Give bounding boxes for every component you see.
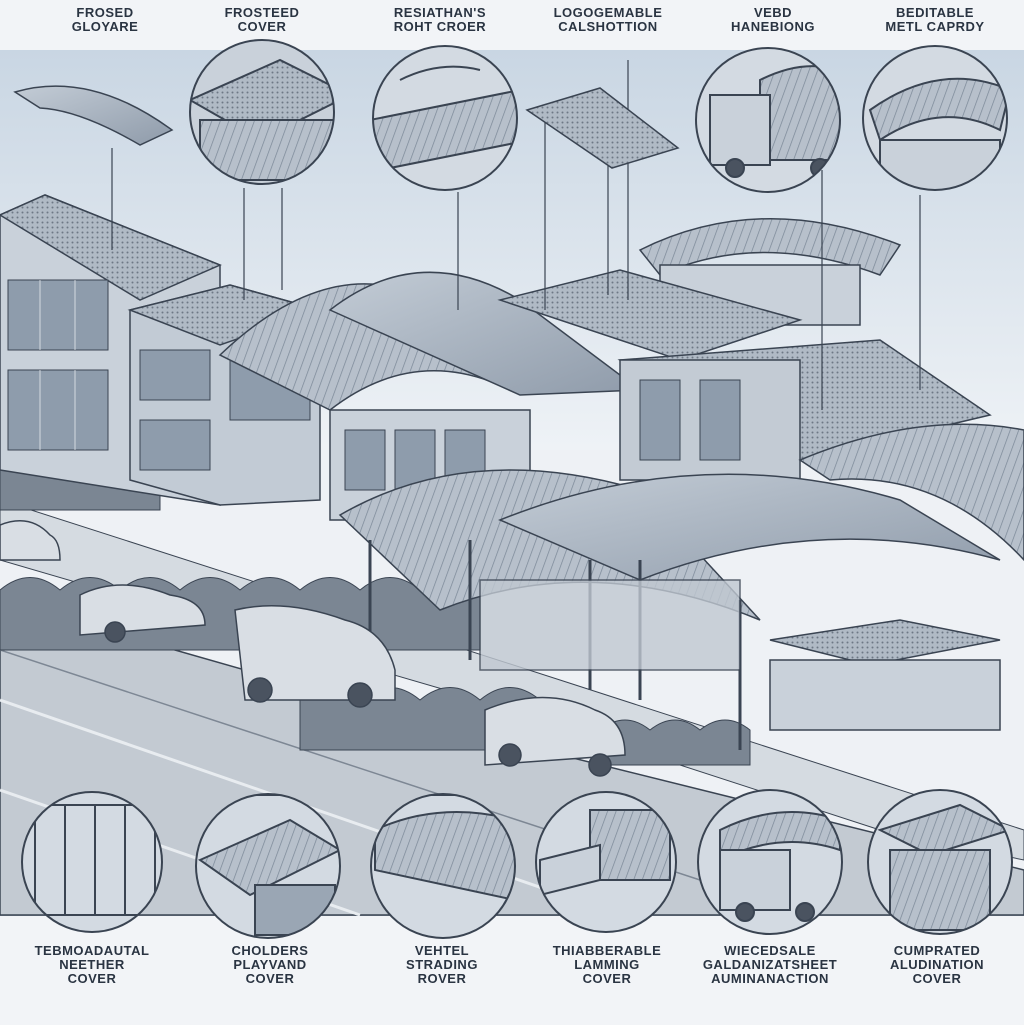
bottom-label-6: CUMPRATED ALUDINATION COVER xyxy=(857,944,1017,986)
carport-canopies xyxy=(338,423,1024,750)
label-line: CUMPRATED xyxy=(893,943,981,958)
label-line: HANEBIONG xyxy=(731,19,815,34)
top-callout-circles xyxy=(189,39,1008,193)
panel-frosted xyxy=(13,85,174,146)
label-line: GLOYARE xyxy=(71,19,139,34)
bottom-label-5: WIECEDSALE GALDANIZATSHEET AUMINANACTION xyxy=(680,944,860,986)
label-line: TEBMOADAUTAL xyxy=(34,943,150,958)
top-label-4: LOGOGEMABLE CALSHOTTION xyxy=(528,6,688,34)
top-label-6: BEDITABLE METL CAPRDY xyxy=(855,6,1015,34)
label-line: VEBD xyxy=(753,5,793,20)
bottom-label-4: THIABBERABLE LAMMING COVER xyxy=(527,944,687,986)
label-line: COVER xyxy=(237,19,287,34)
top-label-3: RESIATHAN'S ROHT CROER xyxy=(360,6,520,34)
label-line: ROHT CROER xyxy=(393,19,487,34)
label-line: LOGOGEMABLE xyxy=(553,5,663,20)
cars xyxy=(0,520,626,777)
label-line: COVER xyxy=(245,971,295,986)
label-line: ROVER xyxy=(417,971,467,986)
bottom-label-2: CHOLDERS PLAYVAND COVER xyxy=(190,944,350,986)
top-label-5: VEBD HANEBIONG xyxy=(693,6,853,34)
label-line: VEHTEL xyxy=(414,943,470,958)
label-line: RESIATHAN'S xyxy=(393,5,487,20)
bottom-label-band xyxy=(0,915,1024,1025)
upper-right-building xyxy=(497,217,992,481)
label-line: LAMMING xyxy=(574,957,640,972)
label-line: CHOLDERS xyxy=(231,943,309,958)
label-line: METL CAPRDY xyxy=(885,19,985,34)
bottom-label-1: TEBMOADAUTAL NEETHER COVER xyxy=(12,944,172,986)
label-line: AUMINANACTION xyxy=(711,971,829,986)
label-line: NEETHER xyxy=(59,957,125,972)
label-line: COVER xyxy=(67,971,117,986)
label-line: COVER xyxy=(582,971,632,986)
callout-lines xyxy=(111,60,921,410)
label-line: STRADING xyxy=(406,957,478,972)
bottom-callout-circles xyxy=(21,789,1013,939)
label-line: ALUDINATION xyxy=(889,957,985,972)
top-label-2: FROSTEED COVER xyxy=(182,6,342,34)
label-line: COVER xyxy=(912,971,962,986)
label-line: BEDITABLE xyxy=(896,5,974,20)
panel-logogemable xyxy=(525,87,680,169)
top-label-1: FROSED GLOYARE xyxy=(25,6,185,34)
bottom-label-3: VEHTEL STRADING ROVER xyxy=(362,944,522,986)
label-line: CALSHOTTION xyxy=(558,19,658,34)
label-line: FROSED xyxy=(76,5,134,20)
label-line: FROSTEED xyxy=(224,5,300,20)
label-line: WIECEDSALE xyxy=(724,943,816,958)
label-line: GALDANIZATSHEET xyxy=(702,957,838,972)
label-line: THIABBERABLE xyxy=(552,943,662,958)
label-line: PLAYVAND xyxy=(233,957,307,972)
